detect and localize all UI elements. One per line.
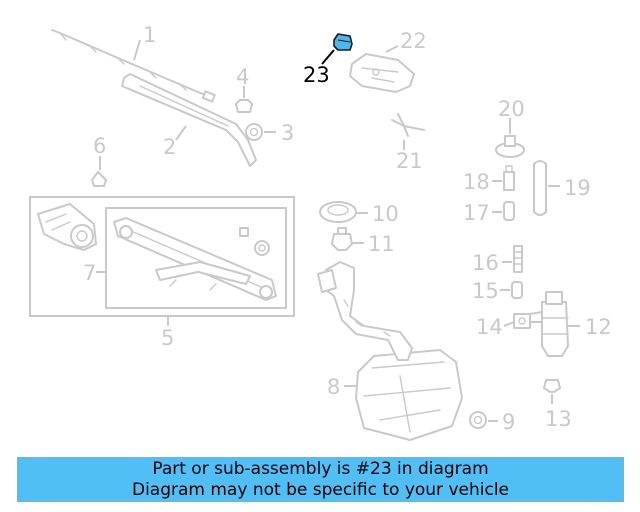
part-17-fitting: 17 xyxy=(463,201,515,225)
part-18-check-valve: 18 xyxy=(463,165,515,194)
callout-19: 19 xyxy=(564,176,591,200)
callout-5: 5 xyxy=(161,326,174,350)
part-4-cap: 4 xyxy=(235,65,253,113)
part-5-wiper-linkage-assembly: 5 xyxy=(29,196,295,350)
part-21-hose-joint: 21 xyxy=(391,113,425,173)
part-7-linkage-frame: 7 xyxy=(37,203,287,309)
callout-16: 16 xyxy=(472,251,499,275)
part-15-seal: 15 xyxy=(472,279,523,303)
part-16-bolt: 16 xyxy=(472,245,523,275)
part-19-hose: 19 xyxy=(533,160,591,216)
callout-6: 6 xyxy=(93,134,106,158)
callout-15: 15 xyxy=(472,279,499,303)
banner-line-1: Part or sub-assembly is #23 in diagram xyxy=(152,459,489,479)
part-6-clip: 6 xyxy=(91,134,107,187)
callout-23: 23 xyxy=(303,63,330,87)
banner-line-2: Diagram may not be specific to your vehi… xyxy=(131,480,509,500)
callout-4: 4 xyxy=(236,65,249,89)
part-1-wiper-blade: 1 xyxy=(51,23,216,103)
callout-20: 20 xyxy=(498,97,525,121)
callout-11: 11 xyxy=(368,232,395,256)
part-23-highlighted: 23 xyxy=(303,33,353,87)
callout-22: 22 xyxy=(400,29,427,53)
callout-13: 13 xyxy=(545,407,572,431)
callout-8: 8 xyxy=(327,375,340,399)
callout-1: 1 xyxy=(143,23,156,47)
callout-2: 2 xyxy=(163,135,176,159)
highlighted-part-shape xyxy=(333,33,353,51)
part-8-washer-reservoir: 8 xyxy=(317,261,463,441)
part-10-filler-cap: 10 xyxy=(319,201,399,226)
callout-9: 9 xyxy=(502,410,515,434)
part-11-grommet: 11 xyxy=(331,227,395,256)
callout-17: 17 xyxy=(463,201,490,225)
callout-10: 10 xyxy=(372,202,399,226)
callout-3: 3 xyxy=(281,121,294,145)
part-13-pump-grommet: 13 xyxy=(543,379,572,431)
callout-14: 14 xyxy=(476,315,503,339)
callout-21: 21 xyxy=(396,149,423,173)
part-14-connector: 14 xyxy=(476,313,531,339)
info-banner: Part or sub-assembly is #23 in diagram D… xyxy=(17,457,624,502)
callout-18: 18 xyxy=(463,170,490,194)
part-3-nut: 3 xyxy=(245,121,294,145)
callout-7: 7 xyxy=(83,261,96,285)
part-22-washer-nozzle: 22 xyxy=(349,29,427,93)
part-12-washer-pump: 12 xyxy=(529,291,612,357)
callout-12: 12 xyxy=(585,315,612,339)
part-20-grommet: 20 xyxy=(495,97,525,158)
part-2-wiper-arm: 2 xyxy=(121,73,257,167)
part-9-nut: 9 xyxy=(469,410,515,434)
